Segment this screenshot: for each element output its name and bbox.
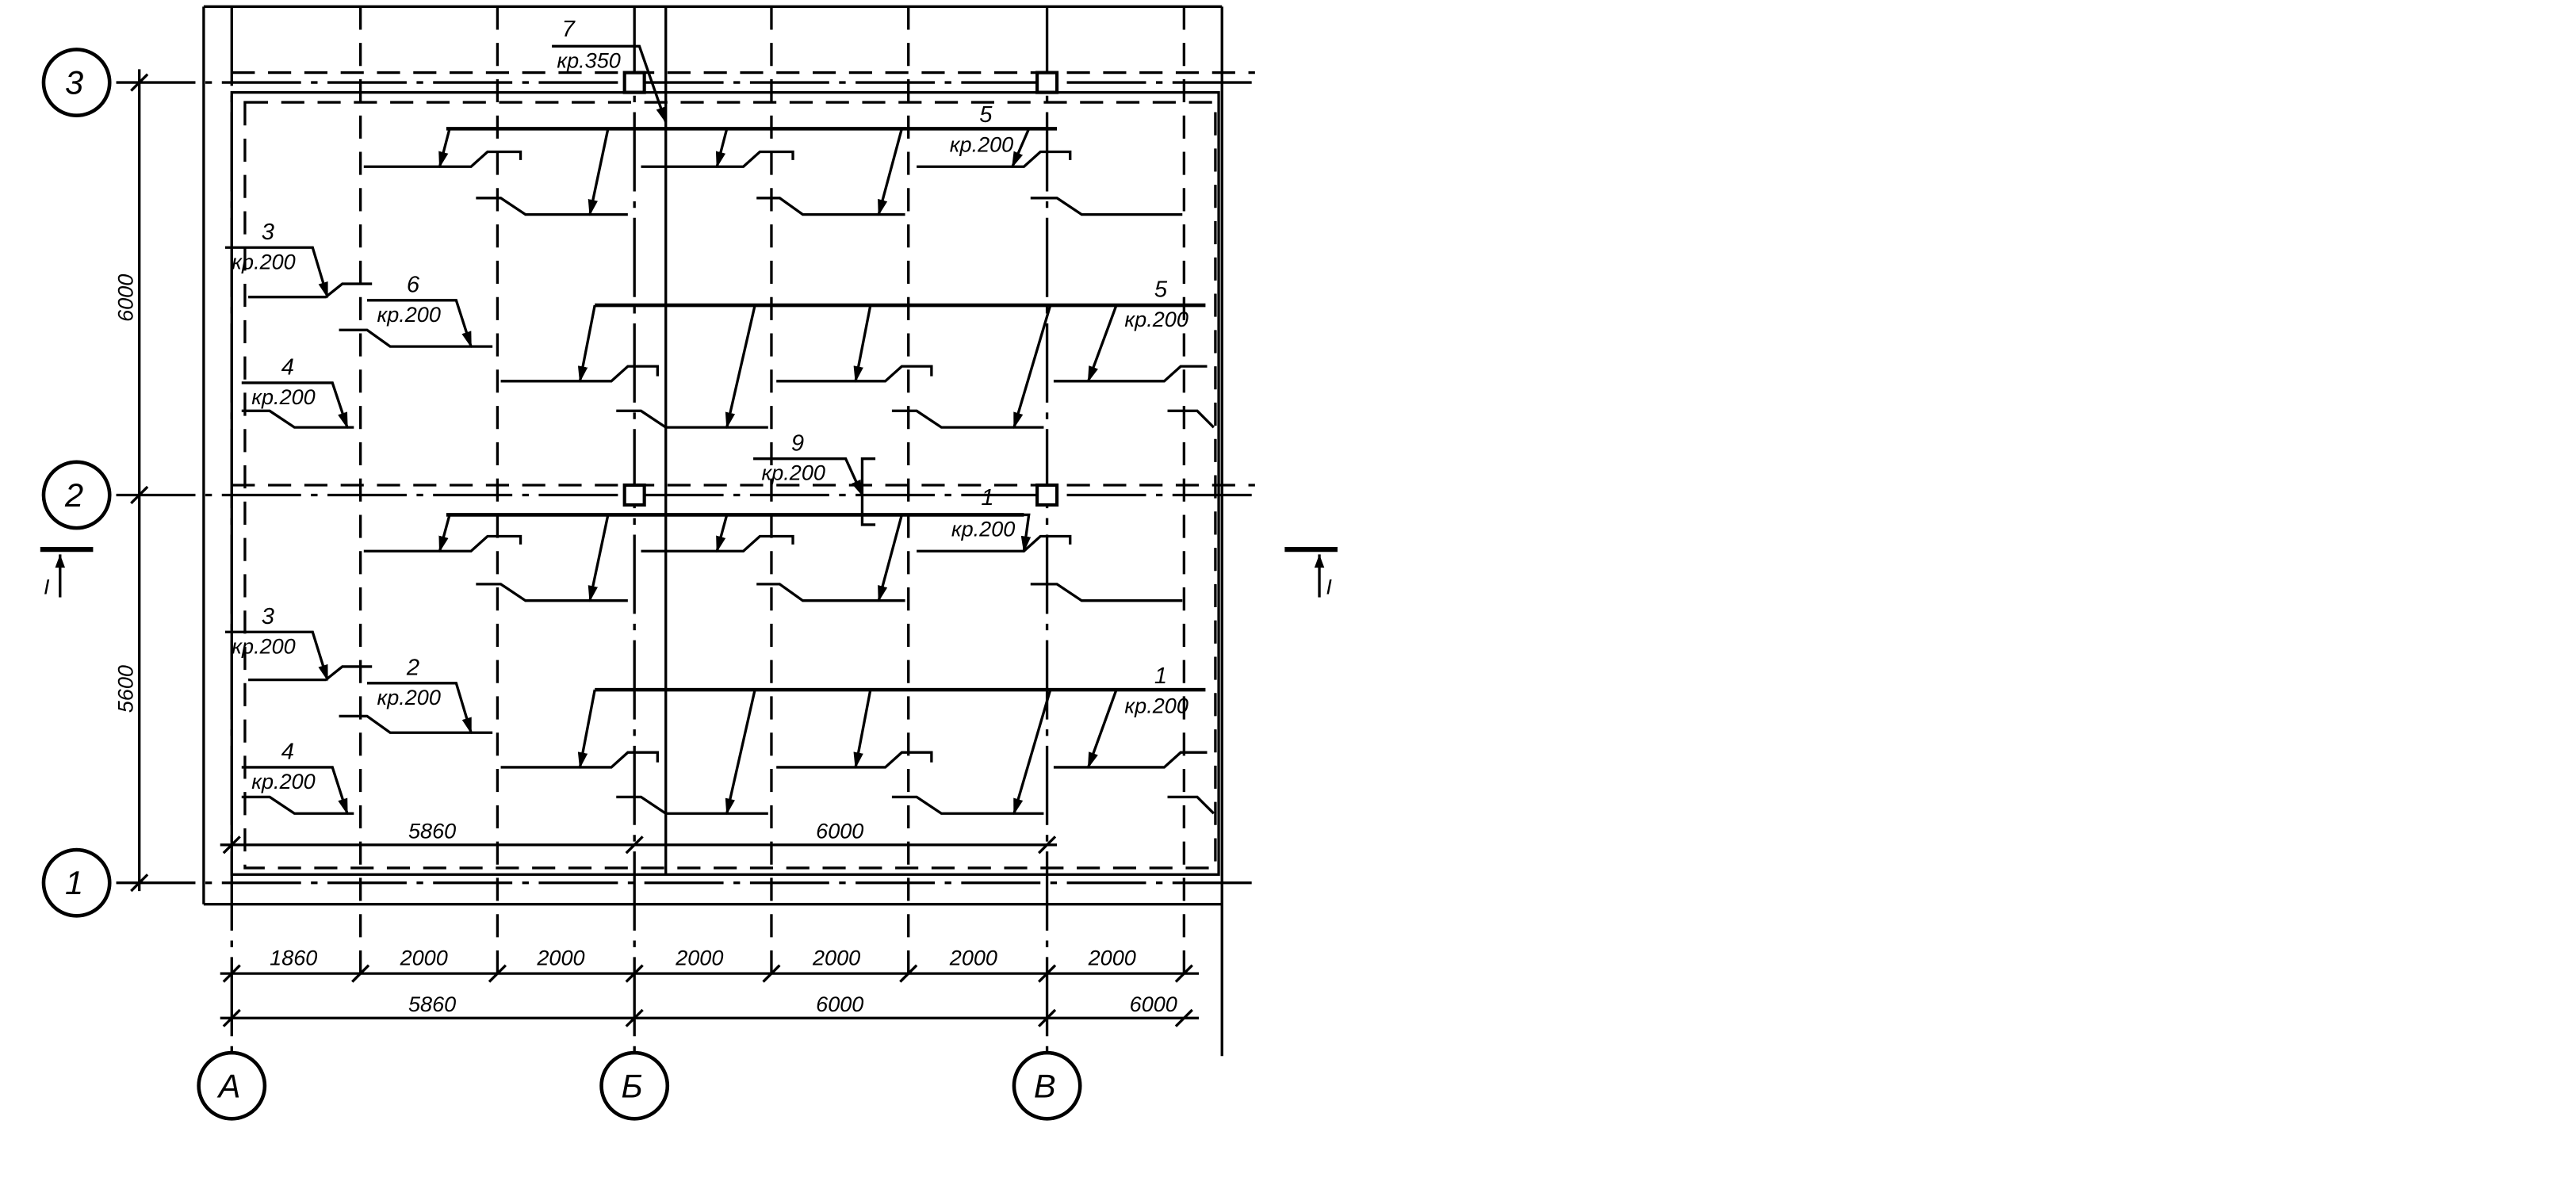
mark-ref: кр.200 [950, 133, 1013, 157]
row-axis-label: 2 [64, 476, 83, 514]
mark-labels: 7 кр.350 5 кр.200 3 кр.200 6 кр.200 5 кр… [232, 17, 1188, 793]
mark-ref: кр.200 [951, 518, 1015, 541]
callout-leaders [224, 44, 1204, 816]
inner-dim-label: 6000 [816, 819, 863, 843]
mark-number: 1 [981, 485, 993, 510]
mark-ref: кр.350 [557, 48, 620, 72]
mark-number: 3 [262, 220, 274, 245]
bottom-total-label: 6000 [1130, 992, 1177, 1016]
mark-ref: кр.200 [761, 461, 825, 485]
mark-number: 5 [979, 102, 993, 128]
row-axis-label: 3 [65, 64, 83, 101]
column-axis-label: В [1034, 1067, 1056, 1104]
section-label: I [1326, 575, 1332, 598]
bottom-total-label: 6000 [816, 992, 863, 1016]
mark-ref: кр.200 [251, 770, 315, 793]
mark-ref: кр.200 [377, 686, 440, 709]
mark-number: 3 [262, 604, 274, 629]
bottom-total-label: 5860 [408, 992, 456, 1016]
bottom-span-label: 2000 [675, 946, 723, 970]
column-markers [622, 71, 1059, 507]
mark-ref: кр.200 [1124, 694, 1188, 717]
left-dim-label: 5600 [113, 665, 137, 713]
left-dim-label: 6000 [113, 274, 137, 322]
dimension-ticks [222, 964, 1193, 1027]
axis-lines [116, 6, 1255, 1057]
column-axis-bubbles: А Б В [197, 1050, 1082, 1121]
row-axis-label: 1 [65, 864, 83, 901]
column-axis-label: А [216, 1067, 241, 1104]
section-label: I [44, 575, 50, 598]
reinforcement-bars [241, 127, 1215, 816]
mark-number: 4 [281, 355, 294, 380]
mark-number: 4 [281, 740, 294, 765]
bottom-span-label: 2000 [536, 946, 584, 970]
left-dimension: 6000 5600 [113, 69, 149, 893]
mark-number: 1 [1154, 663, 1167, 689]
bottom-dimensions: 1860 2000 2000 2000 2000 2000 2000 5860 … [220, 946, 1200, 1027]
mark-number: 7 [562, 17, 576, 42]
bottom-span-label: 2000 [1088, 946, 1136, 970]
drawing-frame [202, 5, 1223, 1057]
mark-number: 5 [1154, 277, 1168, 303]
row-axis-bubbles: 3 2 1 [41, 48, 112, 918]
bottom-span-label: 2000 [949, 946, 997, 970]
mark-ref: кр.200 [232, 634, 295, 658]
bottom-span-label: 2000 [812, 946, 860, 970]
mark-ref: кр.200 [377, 303, 440, 327]
mark-number: 9 [791, 430, 804, 456]
inner-dim-label: 5860 [408, 819, 456, 843]
mark-ref: кр.200 [1124, 308, 1188, 331]
mark-number: 6 [407, 272, 420, 297]
mark-number: 2 [406, 655, 419, 680]
section-marker-left: I [40, 547, 94, 598]
section-marker-right: I [1284, 547, 1338, 598]
bottom-span-label: 1860 [270, 946, 317, 970]
secondary-grid [232, 6, 1255, 974]
column-axis-label: Б [622, 1067, 643, 1104]
bottom-span-label: 2000 [400, 946, 448, 970]
mark-ref: кр.200 [232, 250, 295, 273]
inner-dimension: 5860 6000 [220, 819, 1058, 855]
mark-ref: кр.200 [251, 385, 315, 409]
